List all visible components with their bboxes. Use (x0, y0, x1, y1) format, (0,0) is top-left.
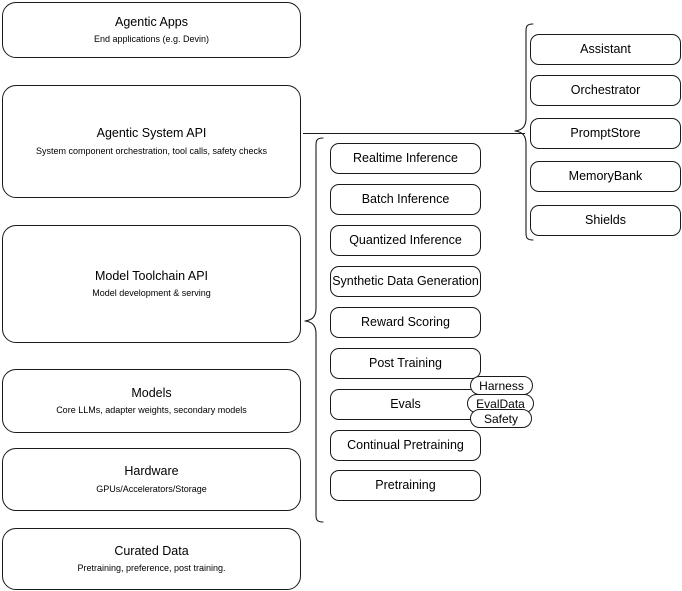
layer-title: Model Toolchain API (94, 268, 209, 283)
layer-subtitle: End applications (e.g. Devin) (93, 34, 210, 45)
chip-post-training[interactable]: Post Training (330, 348, 481, 379)
chip-memorybank[interactable]: MemoryBank (530, 161, 681, 192)
chip-label: Pretraining (375, 477, 436, 492)
layer-hardware[interactable]: Hardware GPUs/Accelerators/Storage (2, 448, 301, 511)
layer-title: Hardware (124, 464, 179, 479)
chip-label: Synthetic Data Generation (332, 273, 479, 288)
chip-evals[interactable]: Evals (330, 389, 481, 420)
chip-synthetic-data-generation[interactable]: Synthetic Data Generation (330, 266, 481, 297)
chip-reward-scoring[interactable]: Reward Scoring (330, 307, 481, 338)
connector-agentic-system-to-components (303, 133, 525, 134)
pill-label: EvalData (476, 396, 525, 411)
chip-pretraining[interactable]: Pretraining (330, 470, 481, 501)
layer-subtitle: GPUs/Accelerators/Storage (96, 483, 207, 494)
chip-label: Assistant (580, 41, 631, 56)
chip-shields[interactable]: Shields (530, 205, 681, 236)
pill-label: Safety (483, 411, 519, 426)
chip-label: PromptStore (570, 125, 641, 140)
chip-quantized-inference[interactable]: Quantized Inference (330, 225, 481, 256)
chip-label: MemoryBank (568, 168, 643, 183)
chip-assistant[interactable]: Assistant (530, 34, 681, 65)
chip-label: Shields (585, 212, 626, 227)
layer-title: Curated Data (114, 543, 189, 558)
layer-subtitle: Core LLMs, adapter weights, secondary mo… (56, 405, 247, 416)
layer-models[interactable]: Models Core LLMs, adapter weights, secon… (2, 369, 301, 433)
layer-curated-data[interactable]: Curated Data Pretraining, preference, po… (2, 528, 301, 590)
layer-subtitle: System component orchestration, tool cal… (35, 145, 268, 156)
pill-safety[interactable]: Safety (470, 409, 532, 428)
chip-orchestrator[interactable]: Orchestrator (530, 75, 681, 106)
layer-subtitle: Pretraining, preference, post training. (77, 563, 226, 574)
layer-subtitle: Model development & serving (92, 288, 211, 299)
chip-label: Orchestrator (570, 82, 641, 97)
chip-label: Batch Inference (361, 191, 450, 206)
layer-title: Models (131, 385, 172, 400)
brace-agentic-system (514, 23, 534, 241)
layer-title: Agentic Apps (115, 14, 188, 29)
chip-label: Continual Pretraining (347, 437, 464, 452)
layer-agentic-apps[interactable]: Agentic Apps End applications (e.g. Devi… (2, 2, 301, 58)
layer-model-toolchain-api[interactable]: Model Toolchain API Model development & … (2, 225, 301, 343)
pill-harness[interactable]: Harness (470, 376, 533, 395)
chip-label: Post Training (369, 355, 442, 370)
chip-label: Reward Scoring (361, 314, 450, 329)
chip-continual-pretraining[interactable]: Continual Pretraining (330, 430, 481, 461)
chip-realtime-inference[interactable]: Realtime Inference (330, 143, 481, 174)
chip-promptstore[interactable]: PromptStore (530, 118, 681, 149)
chip-label: Evals (390, 396, 421, 411)
chip-batch-inference[interactable]: Batch Inference (330, 184, 481, 215)
layer-agentic-system-api[interactable]: Agentic System API System component orch… (2, 85, 301, 198)
chip-label: Realtime Inference (353, 150, 458, 165)
pill-label: Harness (479, 378, 524, 393)
brace-model-toolchain (304, 137, 324, 523)
layer-title: Agentic System API (96, 126, 207, 141)
chip-label: Quantized Inference (349, 232, 462, 247)
